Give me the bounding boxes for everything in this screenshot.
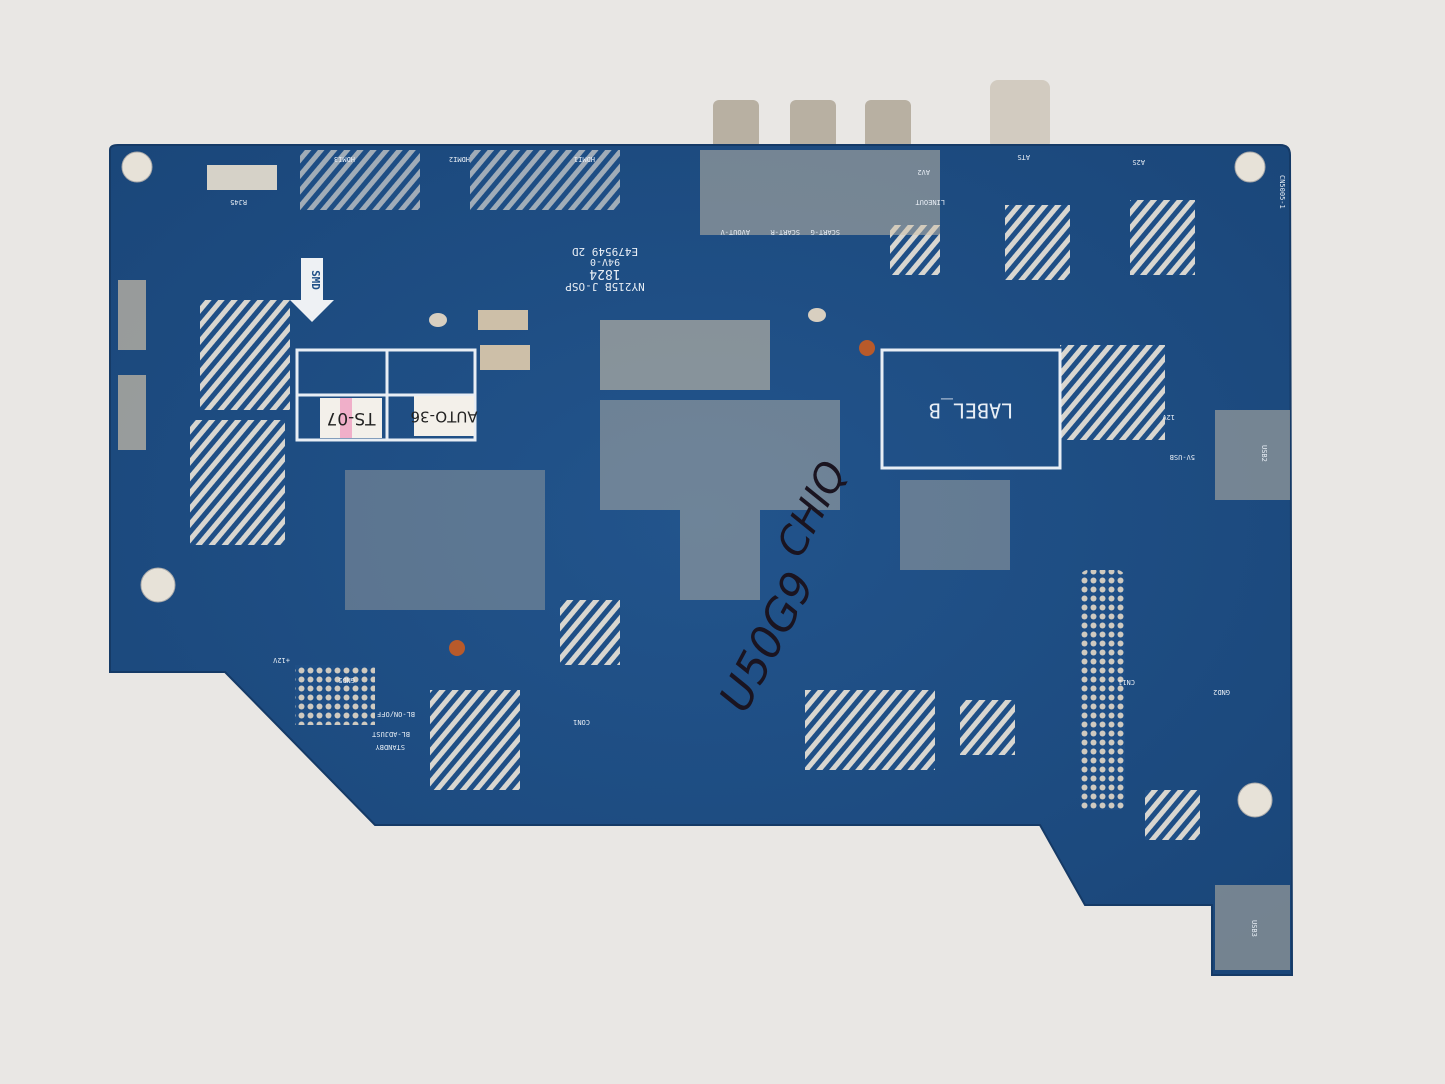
label-b-area: LABEL_B — [880, 348, 1062, 470]
silk-label: GND5 — [338, 676, 355, 684]
silk-label: USB2 — [1260, 445, 1268, 462]
silk-label: CN5005-1 — [1278, 175, 1286, 209]
rca-jack — [713, 100, 759, 150]
sticker-box: TS-07 AUTO-36 — [295, 348, 478, 442]
silk-label: LINEOUT — [915, 198, 945, 206]
ground-hatch-areas — [190, 150, 1200, 840]
silk-label: BL-ON/OFF — [377, 710, 415, 718]
silk-label: BL-ADJUST — [371, 730, 410, 738]
silk-label: AV2 — [917, 168, 930, 176]
smd-label: SMD — [309, 270, 322, 290]
silk-label: HDMI3 — [334, 155, 355, 163]
sticker-auto36: AUTO-36 — [410, 408, 477, 426]
silk-label: ATS — [1017, 153, 1030, 161]
silk-label: 12V — [1162, 413, 1175, 421]
rca-jack — [790, 100, 836, 150]
marking-date: 1824 — [589, 266, 620, 281]
rca-jacks — [713, 80, 1050, 150]
smd-arrow: SMD — [290, 258, 334, 322]
rca-jack — [865, 100, 911, 150]
silk-label: +12V — [272, 656, 290, 664]
silk-label: USB3 — [1250, 920, 1258, 937]
pcb-outline — [109, 144, 1294, 976]
marking-ny215b: NY215B J-OSP — [565, 280, 645, 293]
marking-ul: E479549 2D — [572, 245, 638, 258]
silk-label: GND2 — [1213, 688, 1230, 696]
silk-label: SCART-R — [770, 228, 800, 236]
silk-label: AVOUT-V — [720, 228, 750, 236]
label-b-text: LABEL_B — [929, 399, 1013, 423]
silk-label: A2S — [1132, 158, 1145, 166]
silk-label: HDMI2 — [449, 155, 470, 163]
silk-labels: RJ45 HDMI3 HDMI2 HDMI1 AVOUT-V SCART-R S… — [230, 153, 1286, 937]
silk-label: CN11 — [1118, 678, 1135, 686]
smd-components — [118, 150, 1290, 970]
silk-label: STANDBY — [375, 743, 405, 751]
rf-connector — [990, 80, 1050, 150]
marking-94v0: 94V-0 — [590, 256, 620, 267]
silk-label: 5V-USB — [1170, 453, 1195, 461]
sticker-ts07: TS-07 — [327, 408, 377, 428]
silk-label: SCART-G — [810, 228, 840, 236]
board-markings: NY215B J-OSP 1824 94V-0 E479549 2D — [565, 245, 645, 293]
silk-label: CON1 — [573, 718, 590, 726]
silk-label: HDMI1 — [574, 155, 595, 163]
mounting-holes — [121, 151, 1273, 818]
silk-label: RJ45 — [230, 198, 247, 206]
